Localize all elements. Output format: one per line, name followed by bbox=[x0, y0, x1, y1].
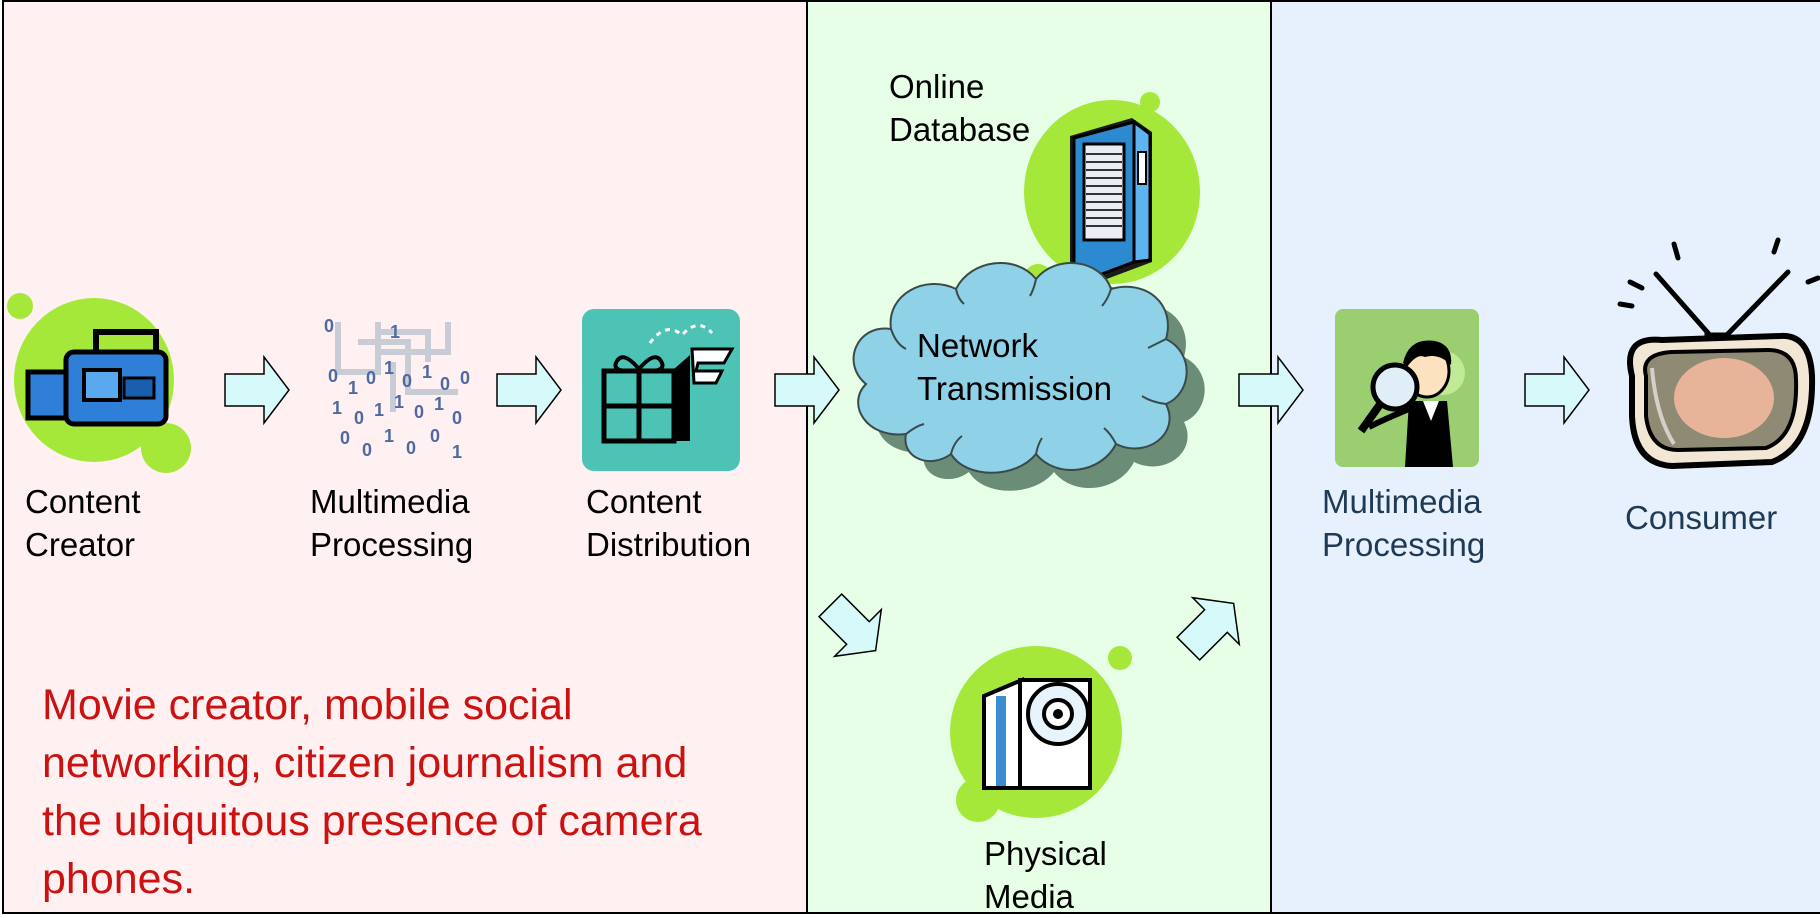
svg-text:0: 0 bbox=[324, 316, 334, 336]
television-icon bbox=[1617, 237, 1820, 470]
svg-text:0: 0 bbox=[366, 368, 376, 388]
svg-text:1: 1 bbox=[384, 358, 394, 378]
svg-text:0: 0 bbox=[402, 371, 412, 391]
gift-delivery-icon bbox=[582, 309, 740, 471]
svg-text:0: 0 bbox=[406, 438, 416, 458]
magnifier-person-icon bbox=[1335, 309, 1479, 467]
flow-arrow bbox=[774, 354, 840, 426]
svg-text:0: 0 bbox=[452, 408, 462, 428]
svg-text:1: 1 bbox=[332, 398, 342, 418]
flow-arrow bbox=[496, 354, 562, 426]
flow-arrow-up-right bbox=[1175, 596, 1241, 662]
svg-text:1: 1 bbox=[394, 392, 404, 412]
flow-arrow bbox=[1238, 354, 1304, 426]
svg-text:1: 1 bbox=[390, 322, 400, 342]
svg-text:0: 0 bbox=[460, 368, 470, 388]
svg-text:1: 1 bbox=[374, 400, 384, 420]
svg-text:1: 1 bbox=[384, 426, 394, 446]
svg-text:1: 1 bbox=[348, 378, 358, 398]
svg-text:0: 0 bbox=[440, 374, 450, 394]
svg-text:0: 0 bbox=[354, 408, 364, 428]
cd-media-icon bbox=[950, 646, 1132, 822]
svg-text:0: 0 bbox=[414, 402, 424, 422]
svg-text:0: 0 bbox=[340, 428, 350, 448]
svg-text:0: 0 bbox=[362, 440, 372, 460]
flow-arrow bbox=[224, 354, 290, 426]
creator-examples-note: Movie creator, mobile social networking,… bbox=[42, 681, 702, 903]
svg-text:0: 0 bbox=[328, 366, 338, 386]
flow-arrow bbox=[1524, 354, 1590, 426]
flow-arrow-down-right bbox=[817, 592, 883, 658]
svg-text:1: 1 bbox=[452, 442, 462, 462]
cloud-icon bbox=[852, 262, 1205, 491]
svg-text:0: 0 bbox=[430, 426, 440, 446]
server-icon bbox=[1024, 92, 1200, 292]
svg-text:1: 1 bbox=[422, 362, 432, 382]
svg-text:1: 1 bbox=[434, 394, 444, 414]
video-camera-icon bbox=[7, 293, 191, 473]
consumer-label: Consumer bbox=[1625, 499, 1778, 536]
